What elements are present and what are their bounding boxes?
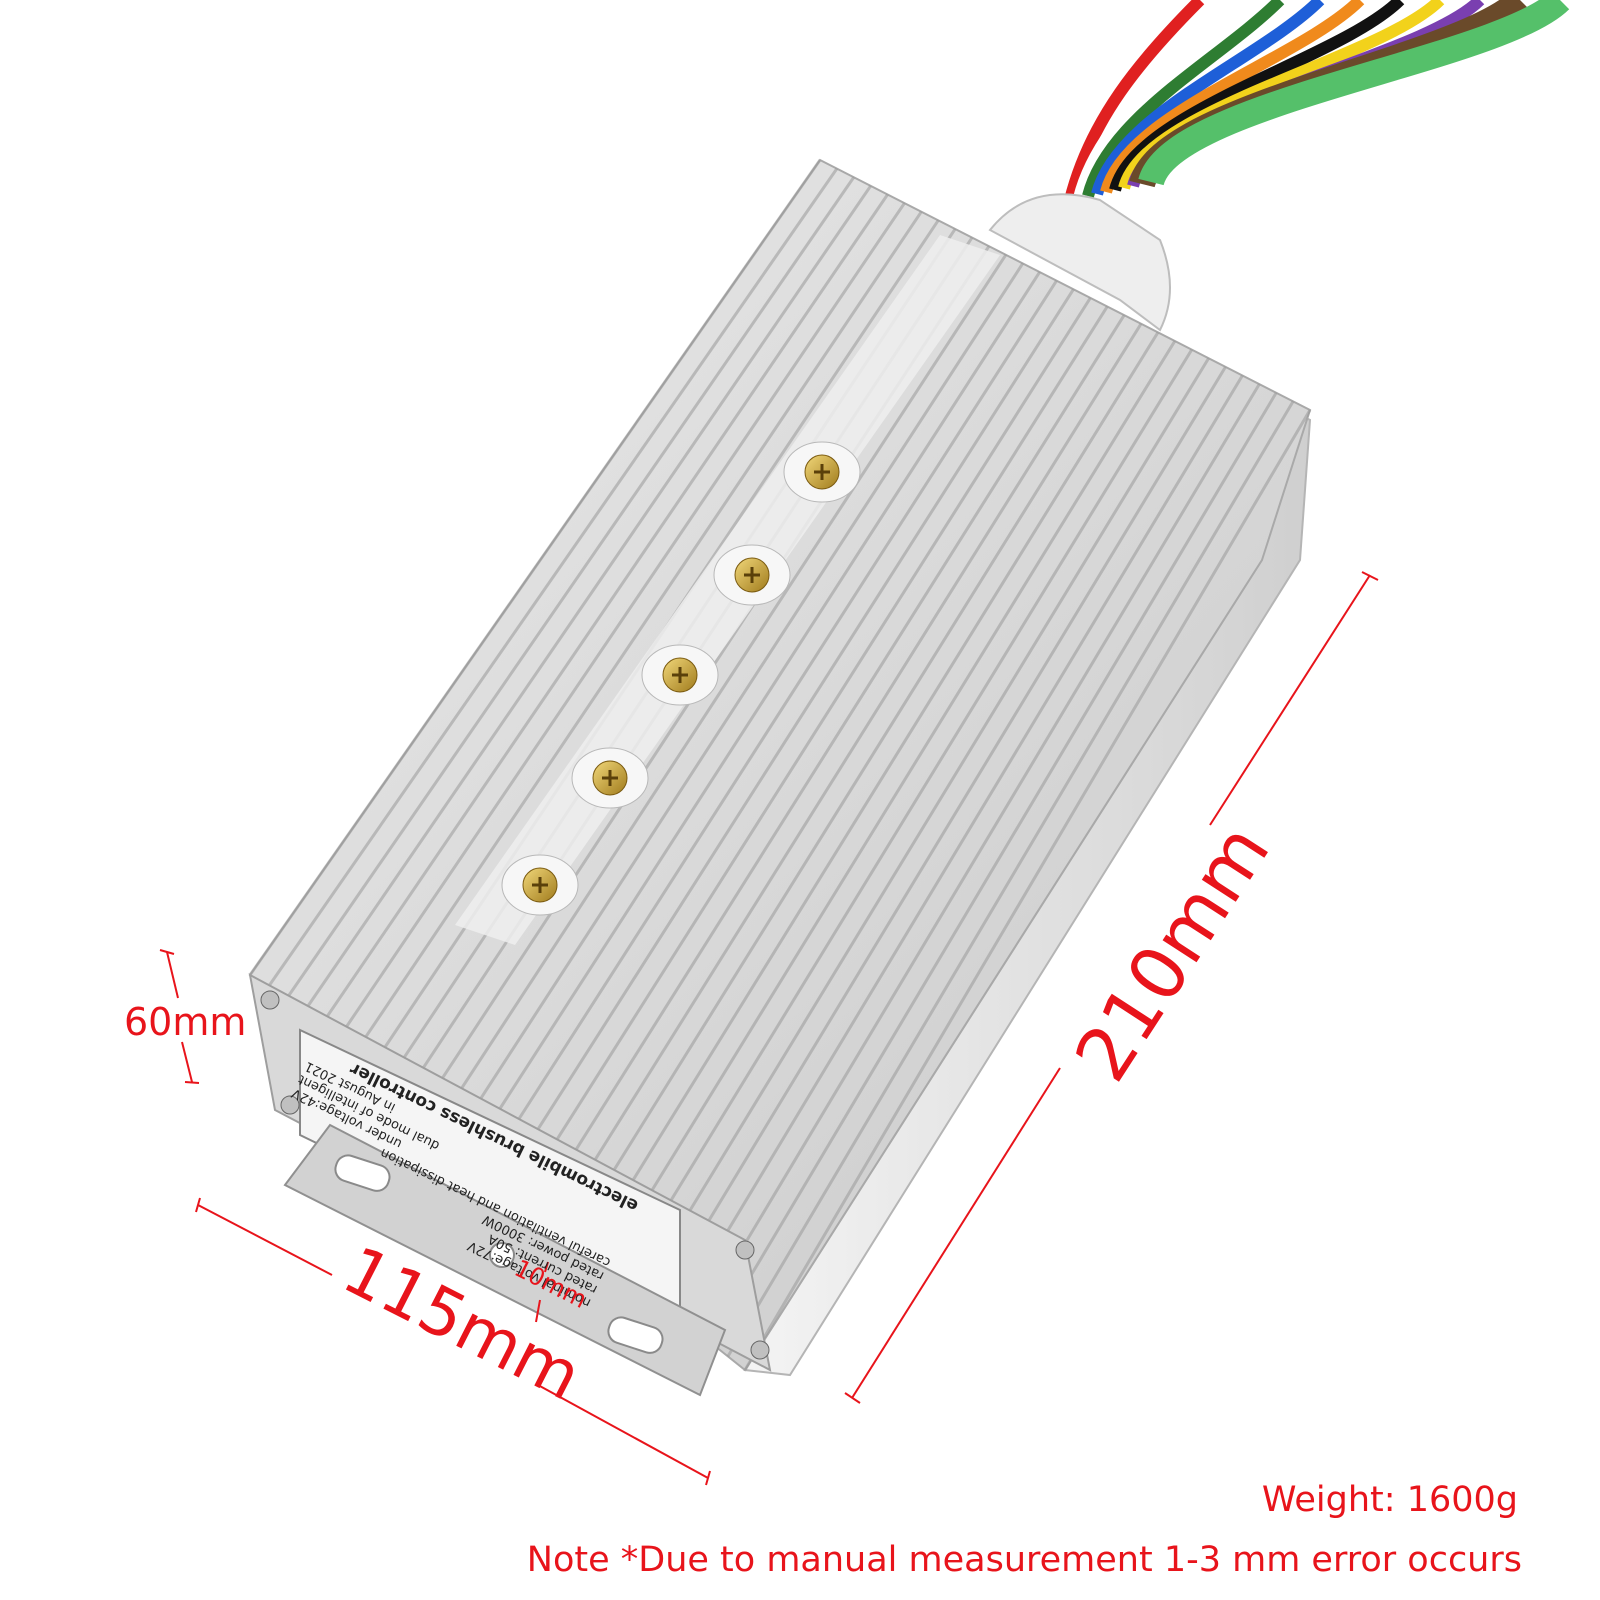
wire-bundle (1064, 0, 1570, 202)
cooling-fin (487, 279, 1058, 1167)
end-cap (248, 973, 772, 1372)
rail-screws (501, 441, 861, 916)
screw-icon (501, 854, 579, 916)
cooling-fin (334, 202, 906, 1044)
cooling-fin (641, 357, 1210, 1290)
bracket-dimension-line (535, 1299, 541, 1323)
cooling-fin (675, 374, 1244, 1317)
cable-gland (988, 193, 1171, 332)
cooling-fin (709, 391, 1278, 1344)
bracket-dimension-line (544, 1261, 549, 1273)
cooling-fin (299, 185, 872, 1017)
width-dimension-line (197, 1204, 333, 1276)
end-cap-screw-icon (750, 1340, 770, 1360)
cooling-fin (453, 262, 1025, 1140)
length-dimension-line (1209, 574, 1371, 826)
cooling-fin (504, 288, 1075, 1181)
cooling-fin (470, 271, 1041, 1153)
end-cap-screw-icon (735, 1240, 755, 1260)
slot-hole-icon (334, 1154, 391, 1192)
mounting-bracket (283, 1123, 727, 1397)
cooling-fin (607, 340, 1177, 1262)
cooling-fin (282, 176, 856, 1004)
wire (1109, 0, 1405, 192)
height-dimension-line (181, 1041, 193, 1083)
cooling-fin (265, 167, 839, 990)
screw-icon (783, 441, 861, 503)
cooling-fin (351, 210, 923, 1058)
cooling-fin (521, 297, 1092, 1194)
cooling-fin (590, 331, 1160, 1249)
screw-icon (713, 544, 791, 606)
cooling-fin (248, 159, 822, 976)
cooling-fin (658, 366, 1227, 1303)
cooling-fin (726, 400, 1295, 1358)
screw-icon (641, 644, 719, 706)
wire (1064, 0, 1205, 202)
width-dimension-line (537, 1384, 709, 1479)
slot-hole-icon (607, 1316, 664, 1354)
cooling-fin (573, 323, 1143, 1235)
cooling-fin (743, 409, 1312, 1371)
wire (1100, 0, 1365, 194)
cooling-fin (317, 193, 889, 1031)
cooling-fin (555, 314, 1126, 1221)
length-dimension-line (851, 1067, 1061, 1399)
measurement-note: Note *Due to manual measurement 1-3 mm e… (526, 1540, 1522, 1580)
mount-hole-icon (489, 1242, 515, 1268)
wire (1073, 0, 1245, 200)
dimension-lines (159, 571, 1379, 1486)
cooling-fin (538, 305, 1109, 1208)
cooling-fin (436, 254, 1008, 1126)
wire (1138, 0, 1570, 187)
cooling-fin (624, 348, 1194, 1276)
screw-icon (571, 747, 649, 809)
wire (1091, 0, 1325, 196)
cooling-fin (692, 383, 1261, 1330)
wire (1082, 0, 1285, 198)
height-dimension-line (166, 951, 179, 999)
height-dimension-label: 60mm (124, 1000, 247, 1044)
end-cap-screw-icon (260, 990, 280, 1010)
weight-text: Weight: 1600g (1261, 1480, 1518, 1520)
end-cap-screw-icon (280, 1095, 300, 1115)
